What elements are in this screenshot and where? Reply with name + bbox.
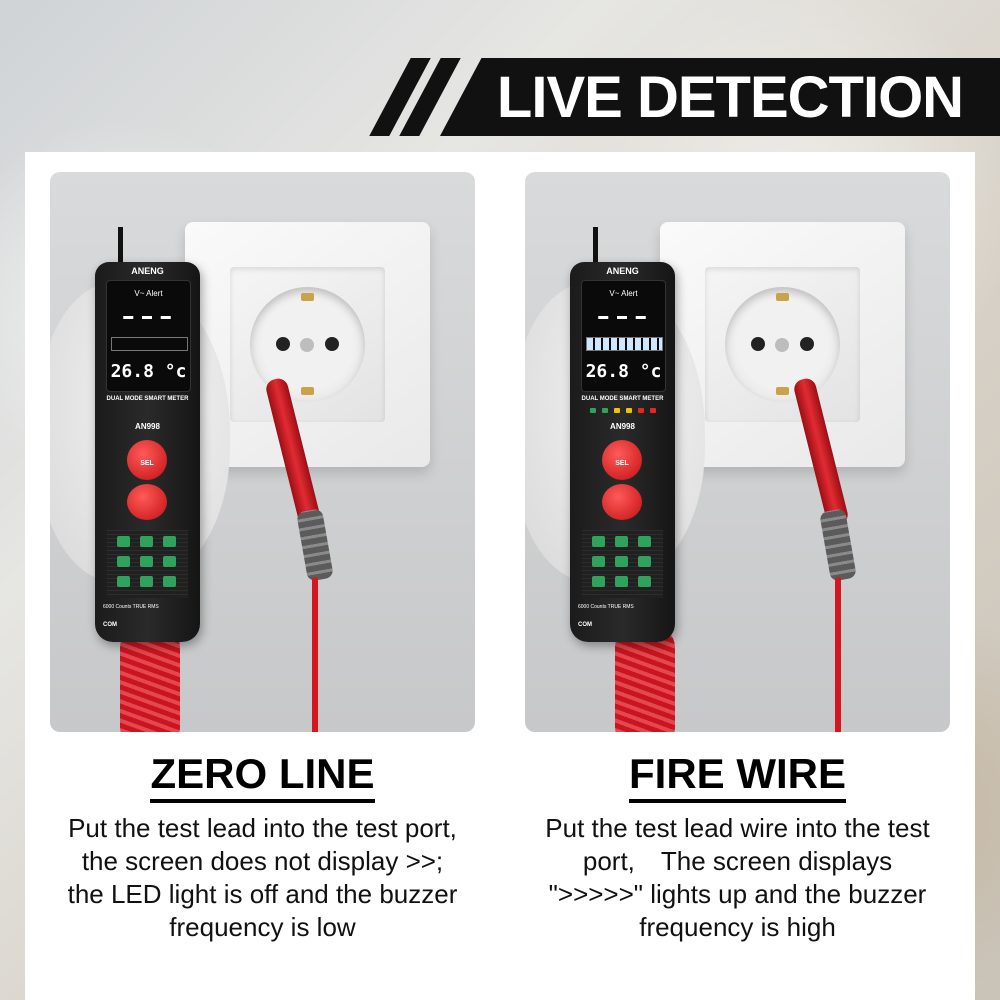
flashlight-button xyxy=(602,484,642,520)
led-green xyxy=(602,408,608,413)
led-yellow xyxy=(626,408,632,413)
led-red xyxy=(638,408,644,413)
meter-brand: ANENG xyxy=(131,266,164,276)
screen-indicator: ▬ ▬ ▬ xyxy=(598,311,649,322)
probe-grip xyxy=(819,508,857,582)
led-yellow xyxy=(614,408,620,413)
sel-button: SEL xyxy=(127,440,167,480)
probe-wire xyxy=(312,577,318,732)
led-red xyxy=(650,408,656,413)
meter-brand: ANENG xyxy=(606,266,639,276)
screen-alert: V~ Alert xyxy=(609,289,638,298)
description-line: frequency is high xyxy=(639,912,836,942)
meter-screen: V~ Alert ▬ ▬ ▬ 26.8 °c xyxy=(581,280,666,392)
socket-hole xyxy=(276,337,290,351)
coiled-cable xyxy=(615,627,675,732)
screen-bar-on xyxy=(586,337,663,351)
fire-wire-description: Put the test lead wire into the test por… xyxy=(510,812,965,944)
fire-wire-heading: FIRE WIRE xyxy=(525,750,950,803)
socket-hole xyxy=(325,337,339,351)
socket-hole xyxy=(800,337,814,351)
speaker-grille xyxy=(582,530,663,598)
meter-model: AN998 xyxy=(135,422,160,431)
description-line: Put the test lead wire into the test xyxy=(545,813,930,843)
multimeter: ANENG V~ Alert ▬ ▬ ▬ 26.8 °c DUAL MODE S… xyxy=(95,262,200,642)
led-green xyxy=(590,408,596,413)
screen-indicator: ▬ ▬ ▬ xyxy=(123,311,174,322)
description-line: Put the test lead into the test port, xyxy=(68,813,457,843)
coiled-cable xyxy=(120,627,180,732)
meter-cable xyxy=(118,227,123,267)
flashlight-button xyxy=(127,484,167,520)
probe-wire xyxy=(835,577,841,732)
description-line: ">>>>>" lights up and the buzzer xyxy=(548,879,927,909)
meter-label: DUAL MODE SMART METER xyxy=(106,396,189,402)
zero-line-heading: ZERO LINE xyxy=(50,750,475,803)
multimeter: ANENG V~ Alert ▬ ▬ ▬ 26.8 °c DUAL MODE S… xyxy=(570,262,675,642)
description-line: the LED light is off and the buzzer xyxy=(67,879,458,909)
meter-com: COM xyxy=(578,622,592,628)
screen-alert: V~ Alert xyxy=(134,289,163,298)
screen-temperature: 26.8 °c xyxy=(110,361,187,382)
zero-line-description: Put the test lead into the test port, th… xyxy=(35,812,490,944)
speaker-grille xyxy=(107,530,188,598)
description-line: frequency is low xyxy=(169,912,356,942)
meter-model: AN998 xyxy=(610,422,635,431)
probe-grip xyxy=(296,508,334,582)
meter-cable xyxy=(593,227,598,267)
screen-bar-off xyxy=(111,337,188,351)
sel-button: SEL xyxy=(602,440,642,480)
meter-counts: 6000 Counts TRUE RMS xyxy=(578,604,634,610)
title-banner: LIVE DETECTION xyxy=(369,58,1000,136)
content-card: ANENG V~ Alert ▬ ▬ ▬ 26.8 °c DUAL MODE S… xyxy=(25,152,975,1000)
fire-wire-photo: ANENG V~ Alert ▬ ▬ ▬ 26.8 °c DUAL MODE S… xyxy=(525,172,950,732)
meter-counts: 6000 Counts TRUE RMS xyxy=(103,604,159,610)
meter-screen: V~ Alert ▬ ▬ ▬ 26.8 °c xyxy=(106,280,191,392)
led-indicators xyxy=(590,408,660,414)
zero-line-photo: ANENG V~ Alert ▬ ▬ ▬ 26.8 °c DUAL MODE S… xyxy=(50,172,475,732)
meter-label: DUAL MODE SMART METER xyxy=(581,396,664,402)
screen-temperature: 26.8 °c xyxy=(585,361,662,382)
description-line: port, The screen displays xyxy=(582,846,893,876)
banner-title: LIVE DETECTION xyxy=(496,65,964,130)
socket-hole xyxy=(751,337,765,351)
meter-com: COM xyxy=(103,622,117,628)
description-line: the screen does not display >>; xyxy=(81,846,444,876)
